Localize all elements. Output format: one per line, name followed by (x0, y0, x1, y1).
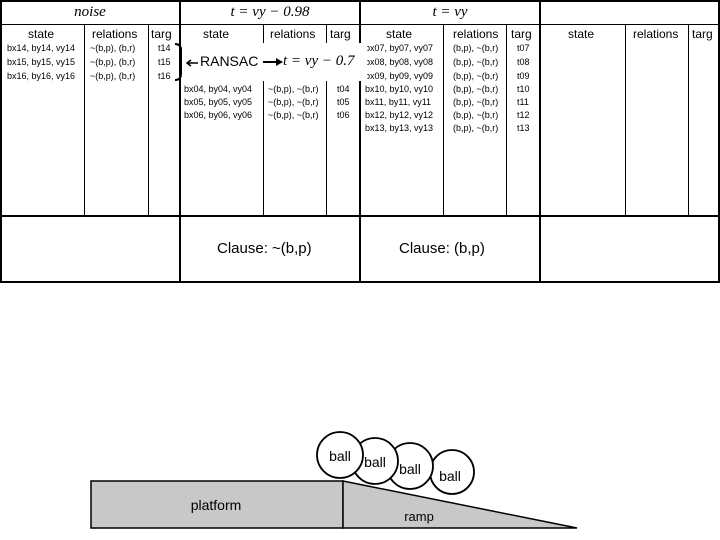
col-sep (84, 25, 85, 215)
panel3-row-state: bx07, by07, vy07 (365, 43, 433, 53)
col-label-targ: targ (151, 27, 172, 41)
panel3-row-state: bx12, by12, vy12 (365, 110, 433, 120)
ball-label: ball (399, 461, 421, 477)
col-label-relations: relations (453, 27, 498, 41)
panel2-row-targ: t06 (337, 110, 350, 120)
panel3-row-relations: (b,p), ~(b,r) (453, 123, 498, 133)
panel3-row-state: bx11, by11, vy11 (365, 97, 431, 107)
col-sep (688, 25, 689, 215)
panel3-row-targ: t13 (517, 123, 530, 133)
panel3-row-targ: t12 (517, 110, 530, 120)
clause-label-panel3: Clause: (b,p) (399, 240, 485, 257)
panel2-row-targ: t04 (337, 84, 350, 94)
ball-label: ball (439, 468, 461, 484)
col-sep (148, 25, 149, 215)
panel2-row-relations: ~(b,p), ~(b,r) (268, 84, 319, 94)
panel3-row-relations: (b,p), ~(b,r) (453, 110, 498, 120)
noise-row-state: bx15, by15, vy15 (7, 57, 75, 67)
clause-label-panel2: Clause: ~(b,p) (217, 240, 312, 257)
ball (317, 432, 363, 478)
panel3-row-relations: (b,p), ~(b,r) (453, 71, 498, 81)
panel2-row-relations: ~(b,p), ~(b,r) (268, 110, 319, 120)
panel3-row-state: bx08, by08, vy08 (365, 57, 433, 67)
panel2-row-state: bx04, by04, vy04 (184, 84, 252, 94)
arrow-left-icon (186, 58, 200, 68)
col-label-state: state (568, 27, 594, 41)
ball (352, 438, 398, 484)
panel2-row-targ: t05 (337, 97, 350, 107)
noise-row-relations: ~(b,p), (b,r) (90, 43, 135, 53)
ransac-callout: RANSAC t = vy − 0.7 (182, 43, 367, 81)
panel-header-noise: noise (0, 4, 180, 21)
col-label-state: state (203, 27, 229, 41)
noise-row-state: bx14, by14, vy14 (7, 43, 75, 53)
panel3-row-targ: t08 (517, 57, 530, 67)
col-label-relations: relations (92, 27, 137, 41)
panel-divider-3 (539, 0, 541, 283)
col-label-targ: targ (692, 27, 713, 41)
col-label-relations: relations (633, 27, 678, 41)
panel3-row-state: bx10, by10, vy10 (365, 84, 433, 94)
ransac-label: RANSAC (200, 53, 258, 69)
ransac-result-formula: t = vy − 0.7 (283, 53, 354, 70)
panel3-row-targ: t10 (517, 84, 530, 94)
arrow-right-icon (262, 57, 284, 67)
panel3-row-relations: (b,p), ~(b,r) (453, 97, 498, 107)
ball (387, 443, 433, 489)
col-label-state: state (28, 27, 54, 41)
col-label-targ: targ (511, 27, 532, 41)
panel3-row-targ: t09 (517, 71, 530, 81)
noise-row-targ: t14 (158, 43, 171, 53)
ball-label: ball (364, 454, 386, 470)
panel3-row-relations: (b,p), ~(b,r) (453, 57, 498, 67)
panel3-row-targ: t11 (517, 97, 529, 107)
panel-header-formula-1: t = vy − 0.98 (180, 4, 360, 21)
noise-row-targ: t16 (158, 71, 171, 81)
col-sep (625, 25, 626, 215)
panel2-row-state: bx06, by06, vy06 (184, 110, 252, 120)
platform (91, 481, 343, 528)
col-label-state: state (386, 27, 412, 41)
col-label-relations: relations (270, 27, 315, 41)
noise-row-relations: ~(b,p), (b,r) (90, 71, 135, 81)
panel2-row-state: bx05, by05, vy05 (184, 97, 252, 107)
noise-row-state: bx16, by16, vy16 (7, 71, 75, 81)
panel3-row-state: bx13, by13, vy13 (365, 123, 433, 133)
ball-label: ball (329, 448, 351, 464)
ramp (343, 481, 577, 528)
panel3-row-state: bx09, by09, vy09 (365, 71, 433, 81)
panel3-row-relations: (b,p), ~(b,r) (453, 84, 498, 94)
table-left-border (0, 0, 2, 283)
noise-row-targ: t15 (158, 57, 171, 67)
panel-header-formula-2: t = vy (360, 4, 540, 21)
col-label-targ: targ (330, 27, 351, 41)
panel3-row-targ: t07 (517, 43, 530, 53)
col-sep (506, 25, 507, 215)
header-underline (0, 24, 720, 25)
noise-row-relations: ~(b,p), (b,r) (90, 57, 135, 67)
left-bracket-icon (173, 42, 185, 82)
panel3-row-relations: (b,p), ~(b,r) (453, 43, 498, 53)
platform-label: platform (191, 497, 242, 513)
ball (430, 450, 474, 494)
col-sep (443, 25, 444, 215)
panel2-row-relations: ~(b,p), ~(b,r) (268, 97, 319, 107)
ramp-label: ramp (404, 509, 434, 524)
